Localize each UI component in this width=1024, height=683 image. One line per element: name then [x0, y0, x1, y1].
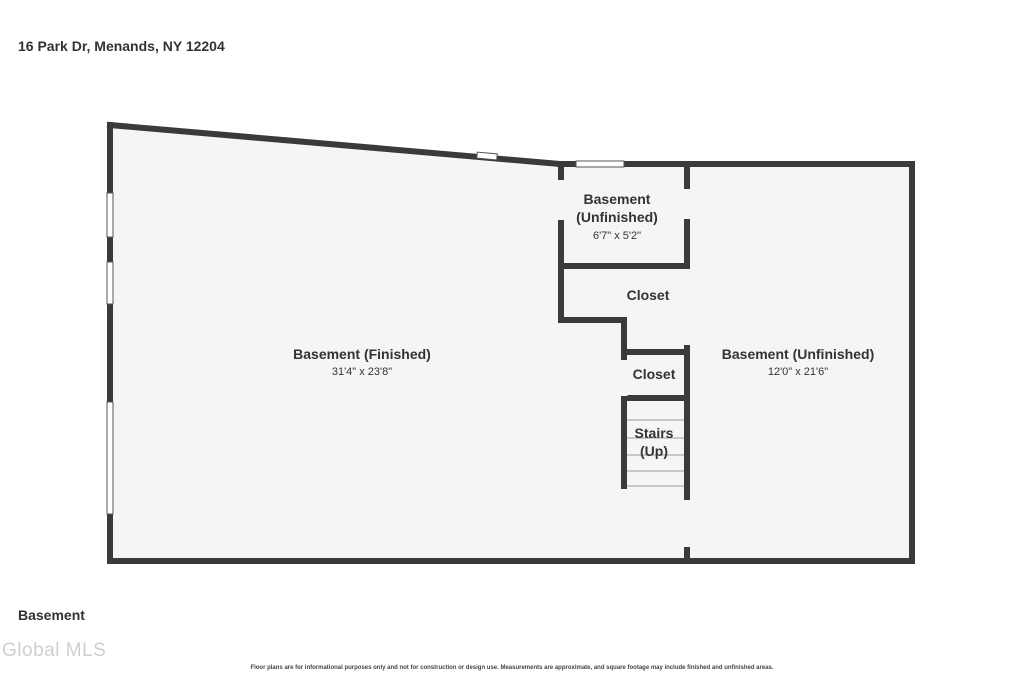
room-finished-name: Basement (Finished): [293, 346, 431, 362]
room-unfinished-large-dims: 12'0" x 21'6": [768, 366, 828, 378]
window-top-right: [575, 160, 625, 168]
stair-treads: [627, 419, 684, 487]
room-finished-dims: 31'4" x 23'8": [332, 366, 392, 378]
property-address: 16 Park Dr, Menands, NY 12204: [18, 38, 225, 54]
window-left-upper: [106, 192, 114, 238]
room-stairs-name-1: Stairs: [635, 425, 674, 441]
windows: [106, 151, 625, 515]
window-top-left: [476, 151, 498, 161]
window-left-bottom: [106, 401, 114, 515]
interior-walls: [558, 161, 690, 564]
room-closet-lower-name: Closet: [633, 366, 676, 382]
floor-area: [110, 125, 912, 561]
window-left-lower: [106, 261, 114, 305]
room-closet-upper-name: Closet: [627, 287, 670, 303]
disclaimer-text: Floor plans are for informational purpos…: [250, 665, 774, 671]
room-unfinished-large-name: Basement (Unfinished): [722, 346, 874, 362]
room-stairs-name-2: (Up): [640, 443, 668, 459]
room-unfinished-small-name-1: Basement: [584, 191, 651, 207]
watermark-logo: Global MLS: [2, 640, 107, 661]
floor-label: Basement: [18, 607, 85, 623]
room-unfinished-small-dims: 6'7" x 5'2": [593, 230, 641, 242]
room-unfinished-small-name-2: (Unfinished): [576, 209, 658, 225]
door-openings: [557, 180, 691, 396]
